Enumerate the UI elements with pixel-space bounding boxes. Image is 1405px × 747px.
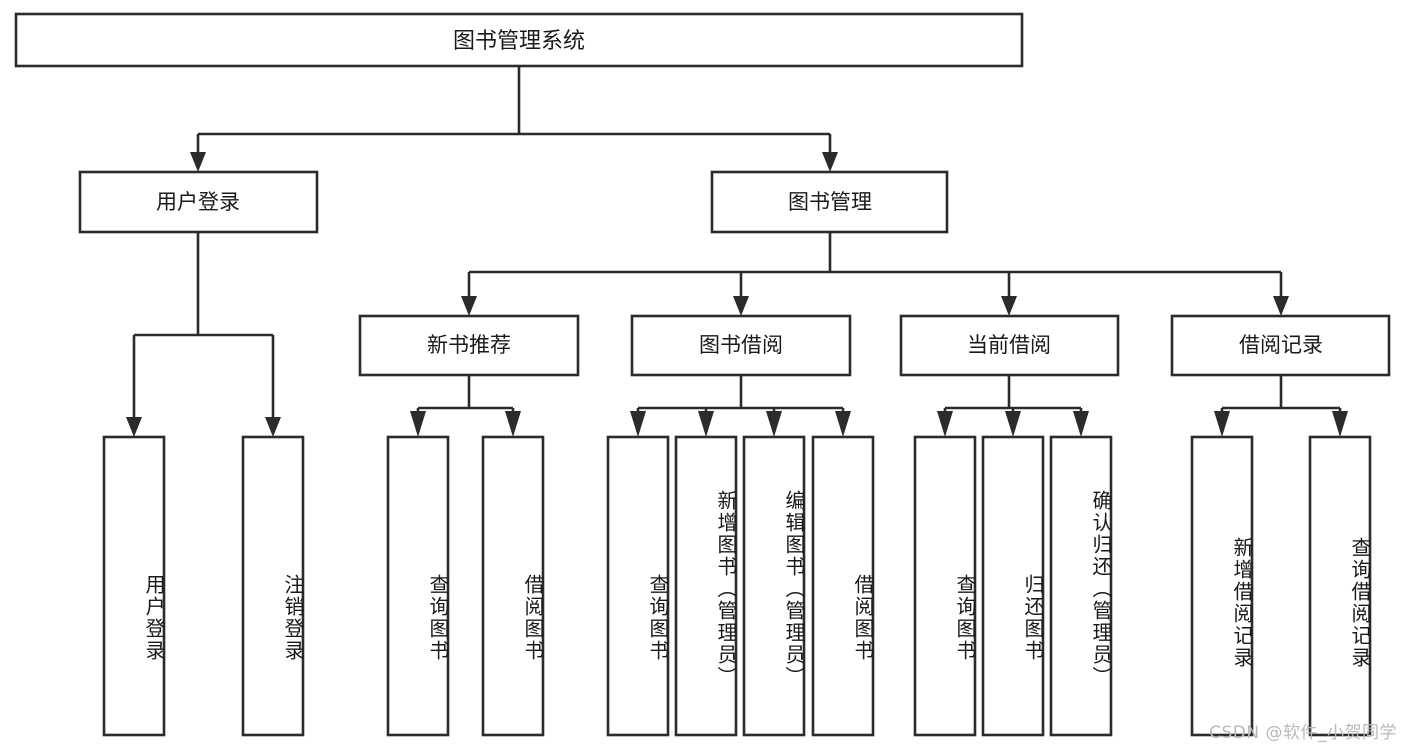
arrow-head-leaf-query-books-recommend — [410, 411, 426, 437]
connector-group-root — [190, 66, 838, 172]
node-root-label: 图书管理系统 — [453, 29, 585, 54]
node-leaf-user-login-rect[interactable] — [102, 435, 166, 737]
node-leaf-confirm-return-admin-rect[interactable] — [1049, 435, 1113, 737]
arrow-head-leaf-user-login — [126, 417, 142, 437]
node-leaf-query-books-borrow-rect[interactable] — [606, 435, 670, 737]
connector-group-book-management — [461, 232, 1289, 316]
node-current-borrow-rect[interactable] — [899, 314, 1120, 377]
node-leaf-add-book-admin-rect[interactable] — [674, 435, 738, 737]
node-book-borrow-label: 图书借阅 — [699, 333, 783, 357]
node-book-management-rect[interactable] — [710, 170, 949, 234]
node-book-borrow[interactable]: 图书借阅 — [630, 314, 852, 377]
node-leaf-borrow-books-recommend-rect[interactable] — [481, 435, 545, 737]
connector-group-current-borrow — [937, 375, 1089, 437]
connector-group-borrow-record — [1214, 375, 1348, 437]
node-book-borrow-rect[interactable] — [630, 314, 852, 377]
arrow-head-leaf-query-books-borrow — [630, 411, 646, 437]
node-user-login-rect[interactable] — [78, 170, 319, 234]
node-root-rect[interactable] — [14, 12, 1024, 68]
node-new-book-recommend[interactable]: 新书推荐 — [358, 314, 580, 377]
node-current-borrow-label: 当前借阅 — [967, 333, 1051, 357]
node-leaf-edit-book-admin-rect[interactable] — [742, 435, 806, 737]
node-leaf-return-books-rect[interactable] — [981, 435, 1045, 737]
node-borrow-record-rect[interactable] — [1170, 314, 1391, 377]
node-book-management-label: 图书管理 — [788, 190, 872, 214]
arrow-head-leaf-add-borrow-record — [1214, 411, 1230, 437]
arrow-head-leaf-return-books — [1005, 411, 1021, 437]
arrow-head-leaf-query-borrow-record — [1332, 411, 1348, 437]
node-borrow-record-label: 借阅记录 — [1239, 333, 1323, 357]
node-leaf-logout-rect[interactable] — [241, 435, 305, 737]
node-root[interactable]: 图书管理系统 — [14, 12, 1024, 68]
node-new-book-recommend-rect[interactable] — [358, 314, 580, 377]
arrow-head-leaf-edit-book-admin — [766, 411, 782, 437]
arrow-head-new-book-recommend — [461, 296, 477, 316]
node-leaf-query-books-recommend-rect[interactable] — [386, 435, 450, 737]
node-current-borrow[interactable]: 当前借阅 — [899, 314, 1120, 377]
arrow-head-book-borrow — [733, 296, 749, 316]
arrow-head-leaf-confirm-return-admin — [1073, 411, 1089, 437]
arrow-head-leaf-query-books-current — [937, 411, 953, 437]
node-new-book-recommend-label: 新书推荐 — [427, 333, 511, 357]
leaf-boxes-group — [102, 435, 1372, 737]
node-user-login-label: 用户登录 — [156, 190, 240, 214]
arrow-head-book-management — [822, 152, 838, 172]
node-leaf-borrow-books-rect[interactable] — [811, 435, 875, 737]
arrow-head-current-borrow — [1001, 296, 1017, 316]
arrow-head-user-login — [190, 152, 206, 172]
node-leaf-query-books-current-rect[interactable] — [913, 435, 977, 737]
connector-group-new-book-recommend — [410, 375, 521, 437]
arrow-head-leaf-borrow-books — [835, 411, 851, 437]
arrow-head-leaf-add-book-admin — [698, 411, 714, 437]
arrow-head-leaf-logout — [265, 417, 281, 437]
node-book-management[interactable]: 图书管理 — [710, 170, 949, 234]
node-leaf-query-borrow-record-rect[interactable] — [1308, 435, 1372, 737]
csdn-watermark: CSDN @软件_小贺同学 — [1209, 723, 1397, 743]
connector-group-user-login — [126, 232, 281, 437]
connector-group-book-borrow — [630, 375, 851, 437]
node-leaf-add-borrow-record-rect[interactable] — [1190, 435, 1254, 737]
arrow-head-borrow-record — [1273, 296, 1289, 316]
node-borrow-record[interactable]: 借阅记录 — [1170, 314, 1391, 377]
arrow-head-leaf-borrow-books-recommend — [505, 411, 521, 437]
node-user-login[interactable]: 用户登录 — [78, 170, 319, 234]
